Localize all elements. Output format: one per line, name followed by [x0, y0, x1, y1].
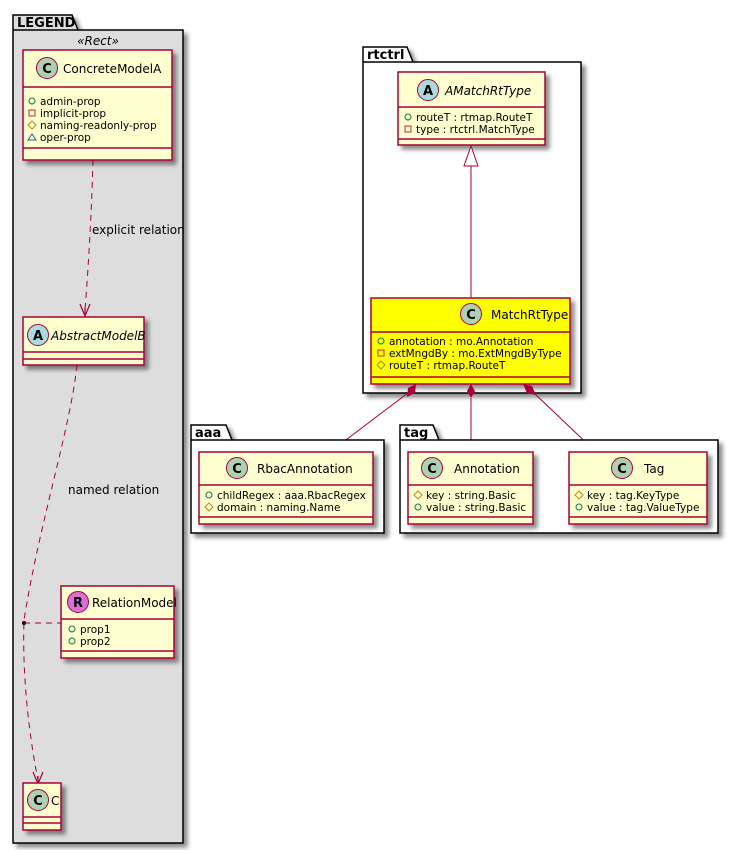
inheritance-arrow-icon: [463, 144, 479, 167]
member: implicit-prop: [40, 108, 106, 120]
relation-explicit[interactable]: explicit relation: [79, 159, 185, 318]
class-badge-letter: R: [73, 596, 83, 611]
class-match-rt-type[interactable]: C MatchRtType annotation : mo.Annotation…: [370, 297, 571, 385]
class-badge-letter: C: [466, 308, 476, 323]
class-concrete-model-a[interactable]: C ConcreteModelA admin-prop implicit-pro…: [22, 49, 173, 161]
class-c[interactable]: C C: [22, 782, 62, 831]
class-name: ConcreteModelA: [63, 62, 162, 76]
protected-icon: [27, 120, 37, 130]
class-badge-icon: [36, 57, 58, 79]
abstract-badge-icon: [27, 324, 49, 346]
class-name: Annotation: [454, 462, 520, 476]
class-a-match-rt-type[interactable]: A AMatchRtType routeT : rtmap.RouteT typ…: [397, 71, 546, 146]
class-badge-letter: C: [42, 62, 52, 77]
class-badge-icon: [460, 303, 482, 325]
member: value : tag.ValueType: [587, 502, 699, 514]
private-icon: [28, 109, 36, 117]
package-aaa-name: aaa: [195, 426, 221, 441]
member-list: admin-prop implicit-prop naming-readonly…: [27, 96, 157, 144]
class-badge-icon: [421, 457, 443, 479]
class-name: AbstractModelB: [50, 329, 146, 343]
class-badge-letter: C: [33, 794, 43, 809]
public-icon: [68, 625, 76, 633]
public-icon: [404, 113, 412, 121]
member: key : tag.KeyType: [587, 490, 679, 502]
protected-icon: [376, 360, 386, 370]
relation-badge-icon: [67, 591, 89, 613]
package-tag-name: tag: [404, 426, 428, 441]
private-icon: [404, 125, 412, 133]
public-icon: [414, 503, 422, 511]
member: routeT : rtmap.RouteT: [416, 112, 533, 124]
member: key : string.Basic: [426, 490, 516, 502]
class-annotation[interactable]: C Annotation key : string.Basic value : …: [407, 451, 534, 525]
member: extMngdBy : mo.ExtMngdByType: [389, 348, 562, 360]
member: admin-prop: [40, 96, 101, 108]
public-icon: [205, 491, 213, 499]
class-badge-icon: [611, 457, 633, 479]
package-rtctrl-name: rtctrl: [367, 48, 404, 63]
relation-label: explicit relation: [92, 223, 185, 237]
member: childRegex : aaa.RbacRegex: [217, 490, 366, 502]
member: value : string.Basic: [426, 502, 526, 514]
class-badge-icon: [27, 789, 49, 811]
member: oper-prop: [40, 132, 91, 144]
class-tag[interactable]: C Tag key : tag.KeyType value : tag.Valu…: [568, 451, 708, 525]
class-badge-letter: A: [423, 84, 433, 99]
class-name: Tag: [643, 462, 664, 476]
public-icon: [68, 637, 76, 645]
class-badge-letter: C: [617, 462, 627, 477]
class-rbac-annotation[interactable]: C RbacAnnotation childRegex : aaa.RbacRe…: [198, 451, 374, 525]
member: prop1: [80, 624, 111, 636]
class-name: RbacAnnotation: [257, 462, 353, 476]
arrowhead-icon: [79, 303, 91, 318]
class-badge-letter: A: [33, 329, 43, 344]
public-icon: [575, 503, 583, 511]
class-badge-letter: C: [232, 462, 242, 477]
legend-stereotype: «Rect»: [77, 34, 119, 48]
member: naming-readonly-prop: [40, 120, 157, 132]
protected-icon: [574, 490, 584, 500]
class-badge-icon: [226, 457, 248, 479]
composition-diamond-icon: [523, 384, 536, 395]
relation-named[interactable]: named relation: [22, 364, 159, 786]
class-name: AMatchRtType: [444, 84, 531, 98]
class-abstract-model-b[interactable]: A AbstractModelB: [22, 316, 146, 366]
relation-label: named relation: [68, 483, 159, 497]
composition-diamond-icon: [407, 384, 416, 397]
class-name: RelationModel: [92, 596, 177, 610]
class-name: MatchRtType: [491, 308, 568, 322]
class-relation-model[interactable]: R RelationModel prop1 prop2: [60, 585, 177, 659]
protected-icon: [204, 502, 214, 512]
member: domain : naming.Name: [217, 502, 340, 514]
member: type : rtctrl.MatchType: [416, 124, 535, 136]
abstract-badge-icon: [417, 79, 439, 101]
member: routeT : rtmap.RouteT: [389, 360, 506, 372]
class-name: C: [51, 794, 59, 808]
member: annotation : mo.Annotation: [389, 336, 533, 348]
composition-diamond-icon: [467, 384, 475, 398]
relation-inheritance[interactable]: [463, 144, 479, 298]
public-icon: [377, 337, 385, 345]
class-badge-letter: C: [427, 462, 437, 477]
member: prop2: [80, 636, 111, 648]
public-icon: [28, 97, 36, 105]
package-icon: [27, 133, 37, 141]
package-legend-name: LEGEND: [17, 16, 76, 31]
protected-icon: [413, 490, 423, 500]
private-icon: [377, 349, 385, 357]
